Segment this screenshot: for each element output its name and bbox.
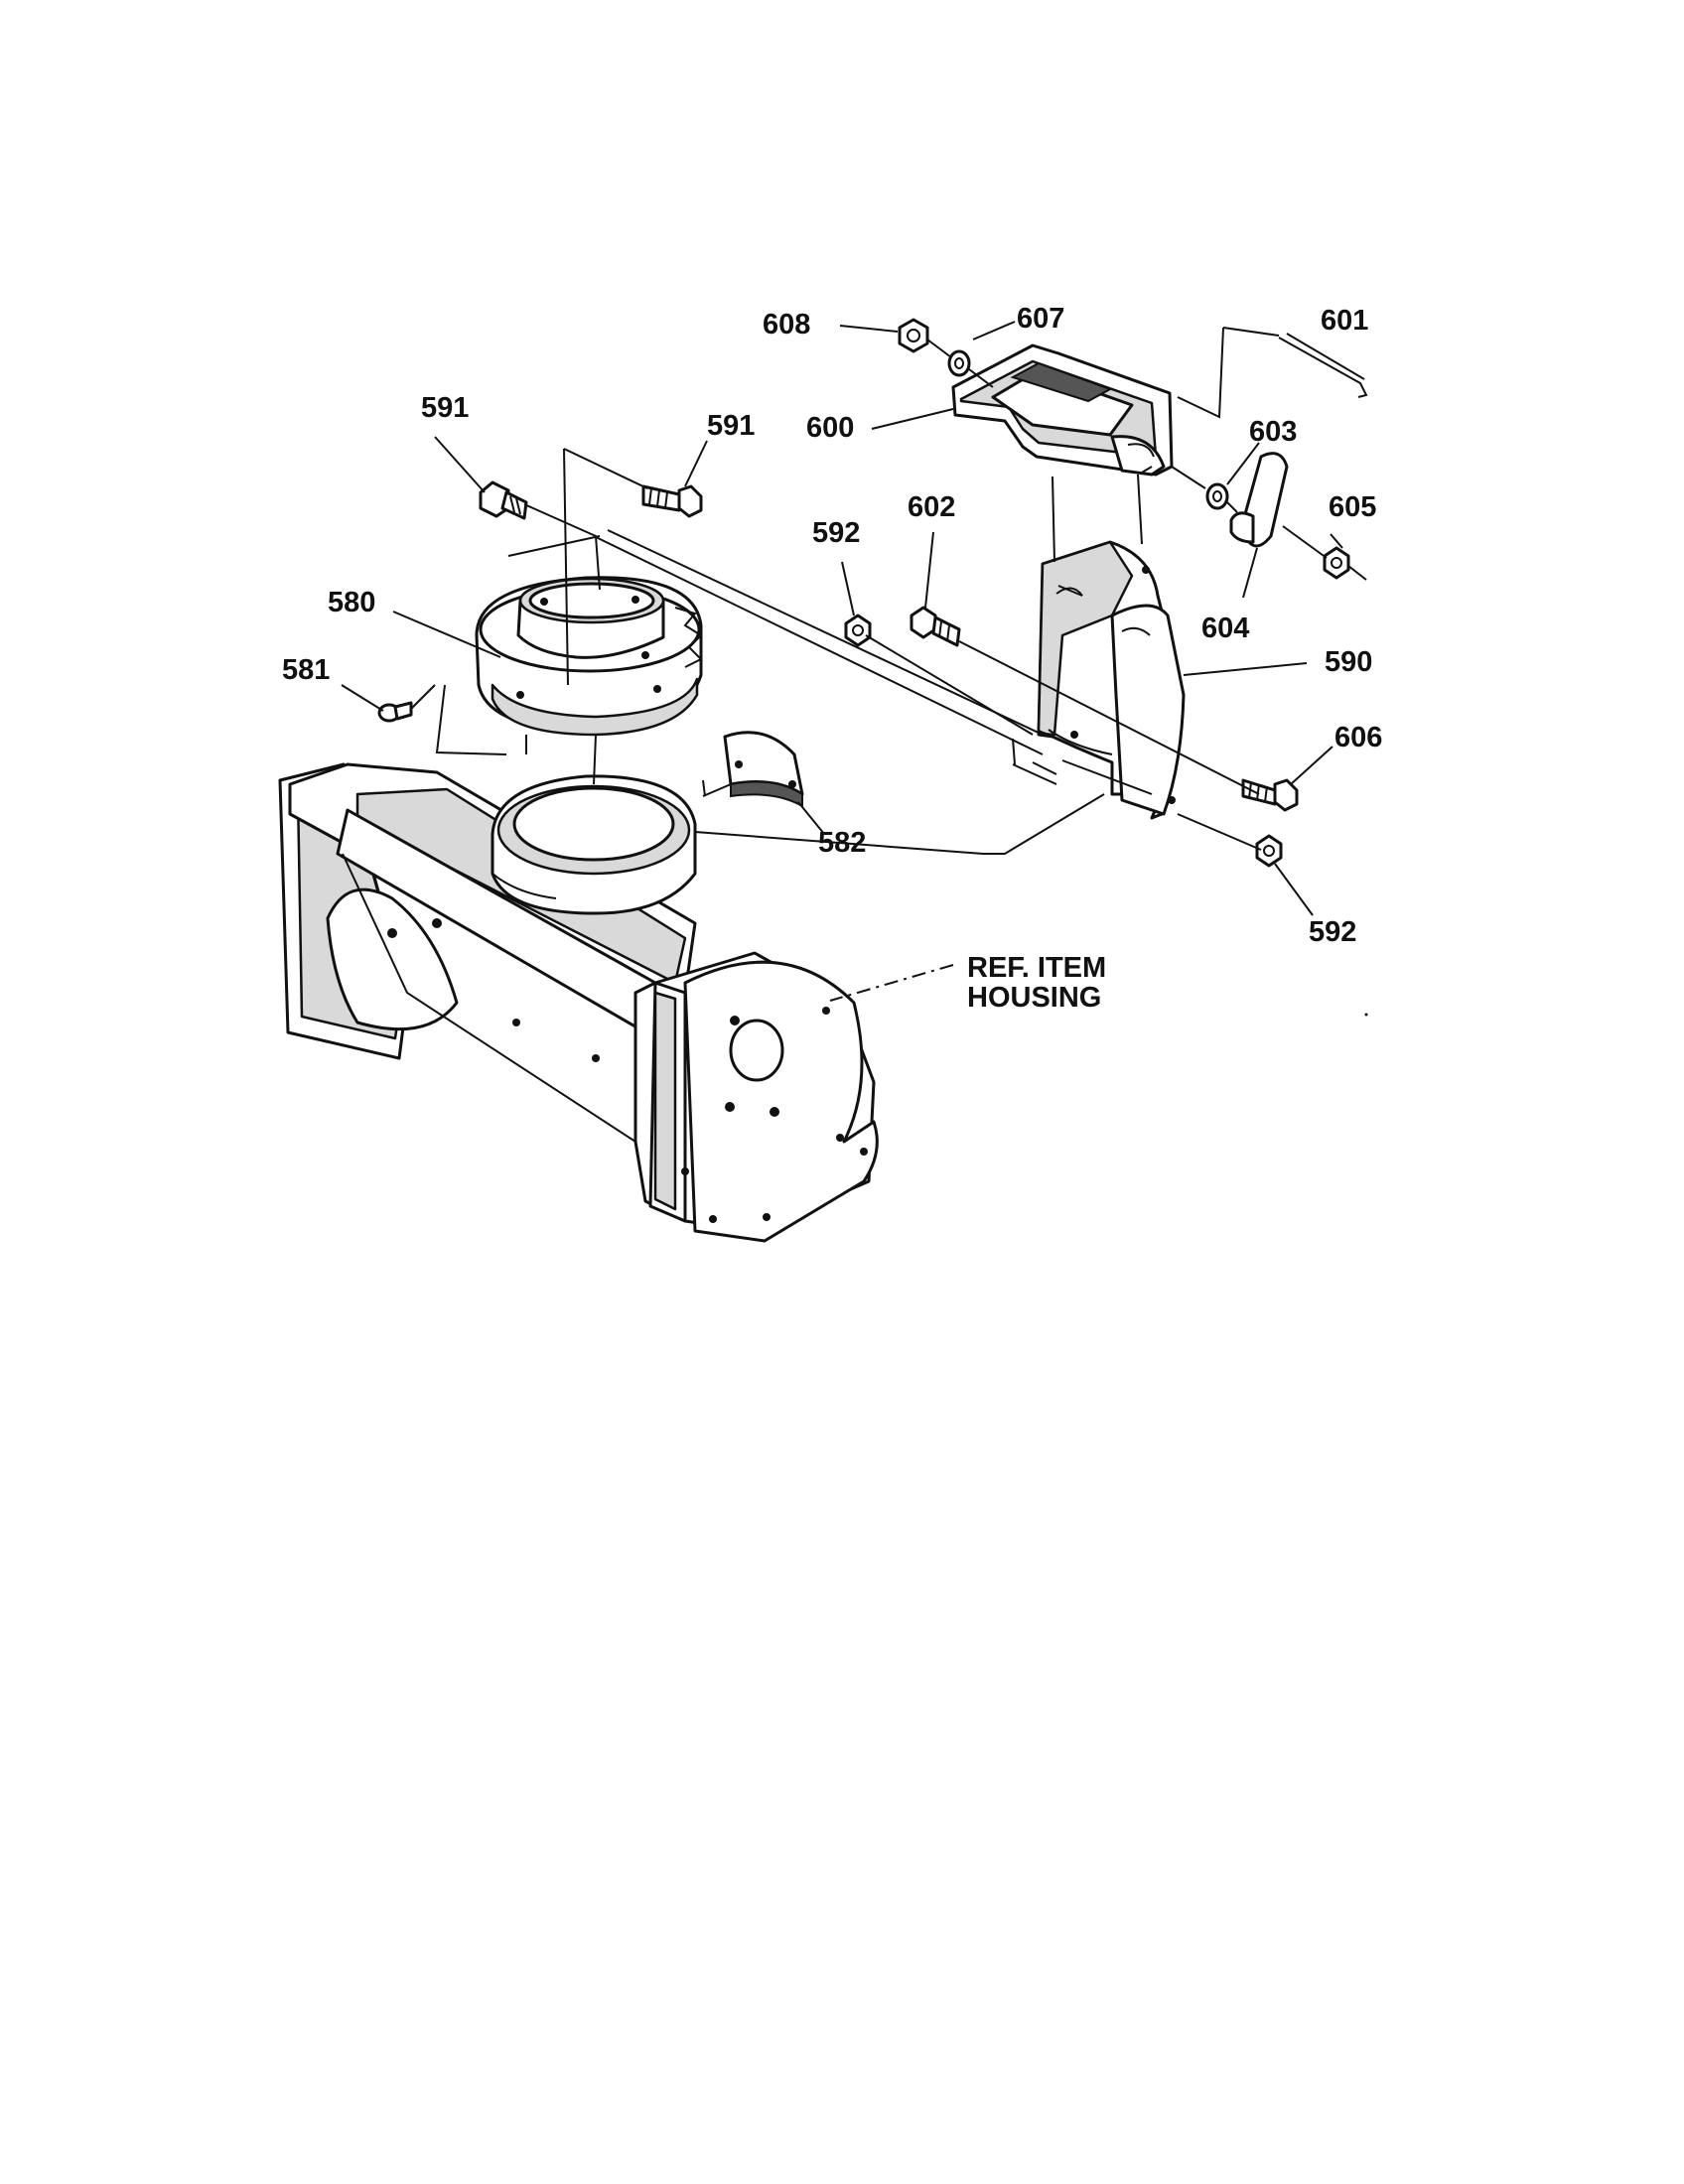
screw-581 (377, 701, 413, 723)
callout-582: 582 (818, 827, 866, 859)
callout-607: 607 (1017, 303, 1064, 335)
housing (278, 762, 879, 1243)
callout-581: 581 (282, 654, 330, 686)
stray-dot (1364, 1013, 1368, 1017)
nut-608 (898, 318, 929, 353)
rod-601 (1278, 333, 1368, 398)
callout-590: 590 (1325, 646, 1372, 678)
callout-606: 606 (1334, 722, 1382, 753)
callout-602: 602 (908, 491, 955, 523)
callout-605: 605 (1329, 491, 1376, 523)
flange-582 (723, 731, 804, 808)
assembly-lines (410, 327, 1367, 855)
callout-604: 604 (1201, 613, 1249, 644)
reference-label-line1: REF. ITEM (967, 952, 1106, 984)
deflector-600 (951, 343, 1174, 477)
bolt-591-left (479, 480, 528, 520)
callout-603: 603 (1249, 416, 1297, 448)
callout-591-right: 591 (707, 410, 755, 442)
chute-ring-580 (475, 576, 703, 737)
washer-603 (1205, 482, 1229, 510)
callout-608: 608 (763, 309, 810, 341)
bolt-591-right (641, 484, 703, 518)
callout-600: 600 (806, 412, 854, 444)
callout-601: 601 (1321, 305, 1368, 337)
washer-607 (947, 349, 971, 377)
callout-labels: 608 607 601 591 591 600 603 605 592 602 … (282, 303, 1382, 1014)
callout-leaders (341, 321, 1343, 1002)
bolt-602 (910, 606, 961, 647)
nut-592-bottom (1255, 834, 1283, 868)
callout-591-left: 591 (421, 392, 469, 424)
callout-592-bottom: 592 (1309, 916, 1356, 948)
nut-592-top (844, 614, 872, 647)
callout-580: 580 (328, 587, 375, 618)
chute-590 (1037, 540, 1186, 820)
nut-605 (1323, 546, 1350, 580)
knob-604 (1229, 452, 1289, 548)
reference-label-line2: HOUSING (967, 982, 1101, 1014)
bolt-606 (1241, 778, 1299, 812)
callout-592-top: 592 (812, 517, 860, 549)
